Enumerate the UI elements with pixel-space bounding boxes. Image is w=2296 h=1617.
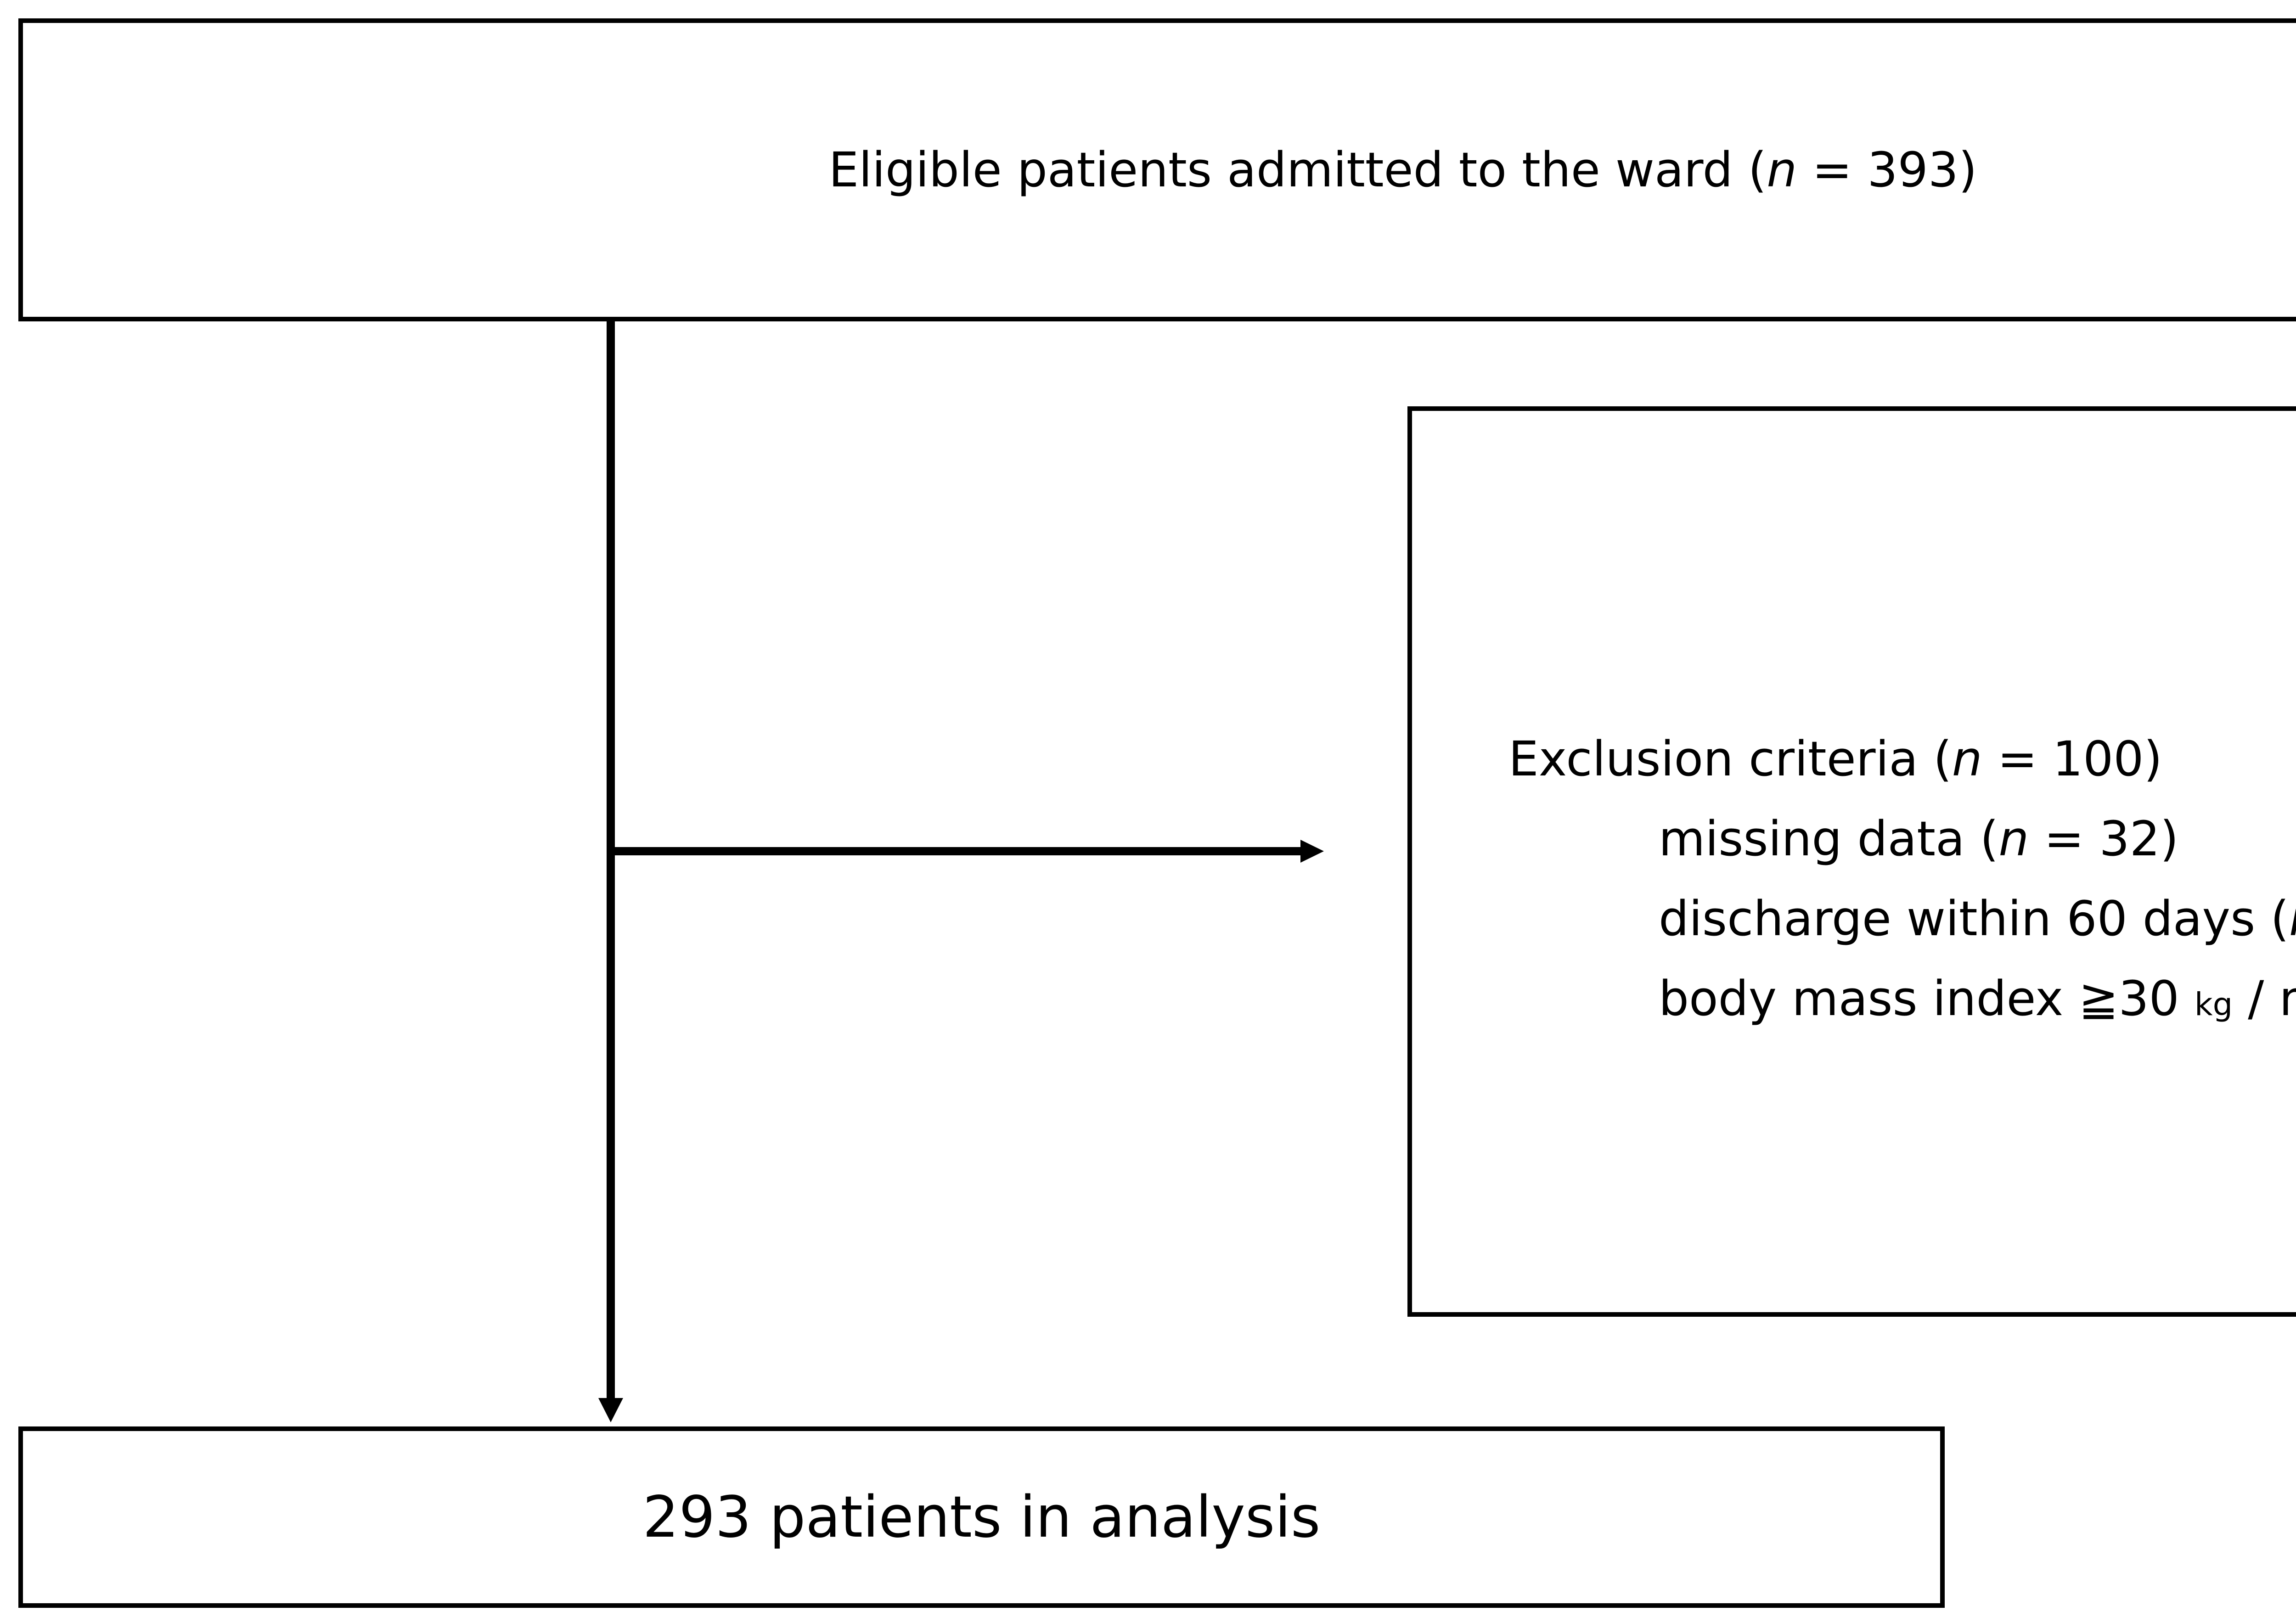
label-pre: Eligible patients admitted to the ward (	[828, 142, 1767, 198]
n-symbol: n	[2289, 891, 2296, 947]
unit-kg: kg	[2194, 986, 2233, 1023]
exclusion-item-missing-data: missing data (n = 32)	[1412, 799, 2296, 879]
label-post: = 393)	[1797, 142, 1977, 198]
exclusion-item-discharge: discharge within 60 days (n = 51)	[1412, 879, 2296, 959]
exclusion-item-bmi: body mass index ≧30 kg / m2 at admission…	[1412, 959, 2296, 1047]
exclusion-criteria-box: Exclusion criteria (n = 100) missing dat…	[1407, 406, 2296, 1317]
horizontal-arrow-line	[611, 847, 1300, 855]
exclusion-text-block: Exclusion criteria (n = 100) missing dat…	[1412, 719, 2296, 1047]
label-pre: body mass index ≧30	[1659, 971, 2195, 1027]
n-symbol: n	[1998, 811, 2029, 867]
eligible-patients-box: Eligible patients admitted to the ward (…	[18, 18, 2296, 321]
patients-in-analysis-box: 293 patients in analysis	[18, 1426, 1945, 1608]
vertical-arrowhead	[598, 1398, 623, 1422]
horizontal-arrowhead	[1300, 840, 1324, 863]
unit-m: m	[2279, 971, 2296, 1027]
label-pre: discharge within 60 days (	[1659, 891, 2289, 947]
eligible-patients-label: Eligible patients admitted to the ward (…	[828, 142, 1977, 198]
unit-slash: /	[2233, 971, 2279, 1027]
label-post: = 32)	[2029, 811, 2179, 867]
label-pre: missing data (	[1659, 811, 1999, 867]
patients-in-analysis-label: 293 patients in analysis	[642, 1484, 1321, 1550]
n-symbol: n	[1952, 731, 1982, 787]
vertical-arrow-line	[607, 321, 615, 1399]
exclusion-title-line: Exclusion criteria (n = 100)	[1412, 719, 2296, 799]
label-post: = 100)	[1982, 731, 2162, 787]
n-symbol: n	[1767, 142, 1797, 198]
label-pre: Exclusion criteria (	[1508, 731, 1952, 787]
